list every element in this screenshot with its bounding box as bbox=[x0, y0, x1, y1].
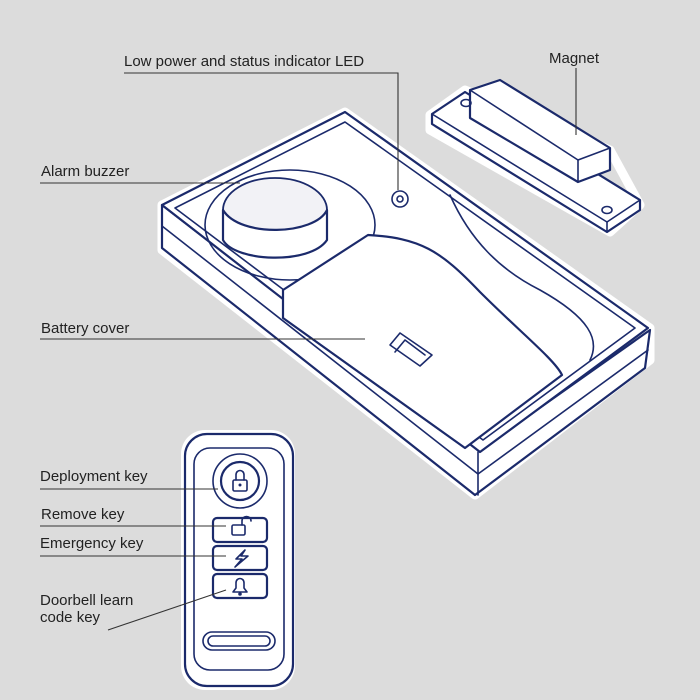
led-leader-line bbox=[124, 72, 399, 190]
magnet-label: Magnet bbox=[549, 50, 600, 67]
magnet-drawing bbox=[425, 78, 645, 237]
padlock-open-icon bbox=[231, 515, 252, 536]
remove-key-label: Remove key bbox=[41, 506, 125, 523]
doorbell-label-line1: Doorbell learn bbox=[40, 592, 134, 609]
battery-cover-label: Battery cover bbox=[41, 320, 130, 337]
deployment-key-label: Deployment key bbox=[40, 468, 148, 485]
emergency-key-label: Emergency key bbox=[40, 535, 144, 552]
led-label: Low power and status indicator LED bbox=[124, 53, 365, 70]
bell-icon bbox=[232, 577, 248, 596]
buzzer-label: Alarm buzzer bbox=[41, 163, 130, 180]
alarm-unit-drawing bbox=[157, 107, 655, 500]
lightning-icon bbox=[234, 549, 249, 568]
padlock-closed-icon bbox=[232, 469, 248, 492]
doorbell-leader-line bbox=[107, 589, 227, 631]
remote-drawing bbox=[181, 430, 295, 690]
doorbell-label-line2: code key bbox=[40, 609, 101, 626]
